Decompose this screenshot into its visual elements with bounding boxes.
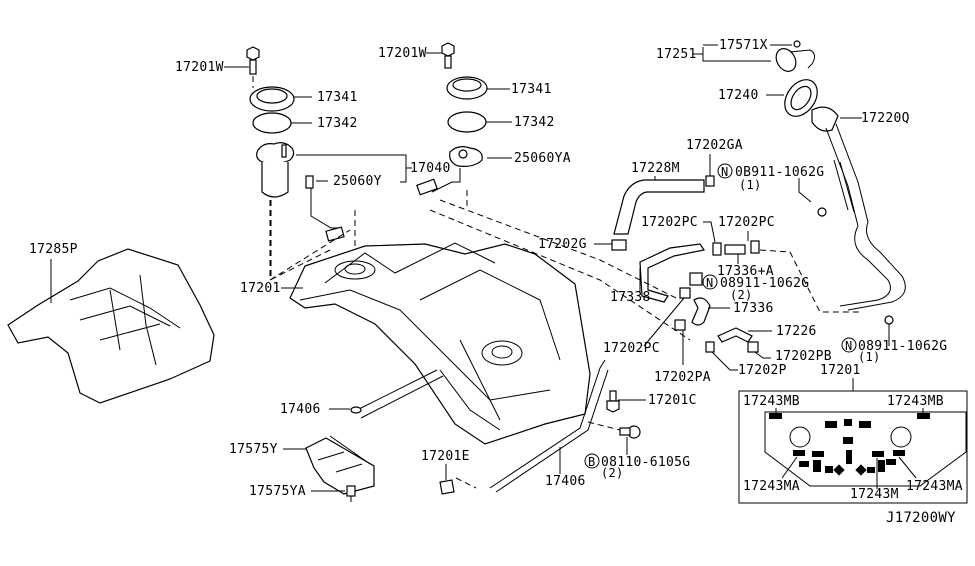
label-17341-right: 17341 bbox=[511, 82, 552, 97]
label-17406-right: 17406 bbox=[545, 474, 586, 489]
label-08911-1062g-right-qty: (1) bbox=[858, 350, 881, 364]
clamp-17202g[interactable] bbox=[611, 239, 627, 251]
bolt-17201w-right[interactable] bbox=[441, 42, 455, 69]
label-17575y: 17575Y bbox=[229, 442, 278, 457]
label-17342-left: 17342 bbox=[317, 116, 358, 131]
nut-marker-symbol: N bbox=[845, 339, 853, 353]
nut-marker-symbol: N bbox=[706, 276, 714, 290]
nut-filler-bottom[interactable] bbox=[884, 315, 894, 325]
bolt-marker-icon bbox=[584, 453, 600, 469]
label-08911-1062g-right: 08911-1062G bbox=[858, 339, 947, 354]
label-17571x: 17571X bbox=[719, 38, 768, 53]
tank-band-17406-right[interactable] bbox=[489, 359, 609, 493]
label-17243m: 17243M bbox=[850, 487, 899, 502]
label-17228m: 17228M bbox=[631, 161, 680, 176]
oring-17342-right[interactable] bbox=[447, 111, 487, 133]
label-08911-1062g-mid-qty: (2) bbox=[730, 288, 753, 302]
label-17202g: 17202G bbox=[538, 237, 587, 252]
clamp-17202pb[interactable] bbox=[747, 341, 759, 353]
label-17201w-left: 17201W bbox=[175, 60, 224, 75]
hose-17228m[interactable] bbox=[613, 179, 705, 235]
hose-17336a[interactable] bbox=[724, 244, 746, 255]
label-17202pa: 17202PA bbox=[654, 370, 711, 385]
label-08110-6105g-qty: (2) bbox=[601, 466, 624, 480]
protector-17575y[interactable] bbox=[305, 435, 375, 495]
tank-inset-panel bbox=[738, 390, 968, 504]
clamp-17202p[interactable] bbox=[705, 341, 715, 353]
label-17201w-right: 17201W bbox=[378, 46, 427, 61]
label-17243mb-left: 17243MB bbox=[743, 394, 800, 409]
heat-insulator-17285p[interactable] bbox=[7, 248, 215, 404]
label-17226: 17226 bbox=[776, 324, 817, 339]
label-17285p: 17285P bbox=[29, 242, 78, 257]
label-08110-6105g: 08110-6105G bbox=[601, 455, 690, 470]
label-17202pc-3: 17202PC bbox=[603, 341, 660, 356]
label-17243ma-left: 17243MA bbox=[743, 479, 800, 494]
sender-unit-25060ya[interactable] bbox=[416, 146, 483, 210]
label-17243mb-right: 17243MB bbox=[887, 394, 944, 409]
label-17202pc-1: 17202PC bbox=[641, 215, 698, 230]
label-17341-left: 17341 bbox=[317, 90, 358, 105]
retainer-17341-left[interactable] bbox=[249, 86, 295, 112]
label-17220q: 17220Q bbox=[861, 111, 910, 126]
nut-marker-icon bbox=[841, 337, 857, 353]
clip-17575ya[interactable] bbox=[346, 485, 356, 502]
sender-unit-25060y[interactable] bbox=[305, 175, 345, 242]
hose-17226[interactable] bbox=[717, 327, 753, 343]
bolt-marker-symbol: B bbox=[588, 455, 596, 469]
tank-band-17406-left[interactable] bbox=[350, 369, 444, 419]
nut-marker-symbol: N bbox=[721, 165, 729, 179]
label-17202p: 17202P bbox=[738, 363, 787, 378]
oring-17342-left[interactable] bbox=[252, 112, 292, 134]
label-17040: 17040 bbox=[410, 161, 451, 176]
label-17336a: 17336+A bbox=[717, 264, 774, 279]
tube-17338[interactable] bbox=[639, 243, 705, 303]
label-17575ya: 17575YA bbox=[249, 484, 306, 499]
label-17201e: 17201E bbox=[421, 449, 470, 464]
nut-marker-icon bbox=[717, 163, 733, 179]
nut-filler-top[interactable] bbox=[817, 207, 827, 217]
label-17336: 17336 bbox=[733, 301, 774, 316]
diagram-code: J17200WY bbox=[886, 510, 956, 526]
fuel-cap[interactable] bbox=[772, 40, 816, 75]
clamp-17202pc-1[interactable] bbox=[712, 242, 722, 256]
label-08911-1062g-mid: 08911-1062G bbox=[720, 276, 809, 291]
label-17406-left: 17406 bbox=[280, 402, 321, 417]
label-17240: 17240 bbox=[718, 88, 759, 103]
filler-tube-17220q[interactable] bbox=[811, 106, 906, 311]
clamp-17202ga[interactable] bbox=[705, 175, 715, 187]
label-17338: 17338 bbox=[610, 290, 651, 305]
label-17251: 17251 bbox=[656, 47, 697, 62]
clamp-17202pc-3[interactable] bbox=[679, 287, 691, 299]
label-08911-1062g-top: 0B911-1062G bbox=[735, 165, 824, 180]
bolt-08110-6105g[interactable] bbox=[587, 421, 641, 439]
fuel-tank-17201[interactable] bbox=[289, 242, 591, 445]
bolt-17201c[interactable] bbox=[606, 390, 620, 413]
clamp-17202pa[interactable] bbox=[674, 319, 686, 331]
label-17202ga: 17202GA bbox=[686, 138, 743, 153]
label-17201-inset: 17201 bbox=[820, 363, 861, 378]
hose-17336[interactable] bbox=[691, 297, 711, 326]
bracket-17201e[interactable] bbox=[439, 477, 477, 495]
label-17202pb: 17202PB bbox=[775, 349, 832, 364]
clamp-17202pc-2[interactable] bbox=[750, 240, 760, 254]
label-25060ya: 25060YA bbox=[514, 151, 571, 166]
label-17243ma-right: 17243MA bbox=[906, 479, 963, 494]
label-25060y: 25060Y bbox=[333, 174, 382, 189]
retainer-17341-right[interactable] bbox=[446, 76, 488, 100]
label-08911-1062g-top-qty: (1) bbox=[739, 178, 762, 192]
grommet[interactable] bbox=[689, 272, 703, 286]
fuel-pump-assembly[interactable] bbox=[256, 142, 295, 280]
label-17201c: 17201C bbox=[648, 393, 697, 408]
label-17201-main: 17201 bbox=[240, 281, 281, 296]
filler-cap-17240[interactable] bbox=[778, 74, 824, 123]
nut-marker-icon bbox=[702, 274, 718, 290]
bolt-17201w-left[interactable] bbox=[246, 46, 260, 88]
label-17342-right: 17342 bbox=[514, 115, 555, 130]
label-17202pc-2: 17202PC bbox=[718, 215, 775, 230]
